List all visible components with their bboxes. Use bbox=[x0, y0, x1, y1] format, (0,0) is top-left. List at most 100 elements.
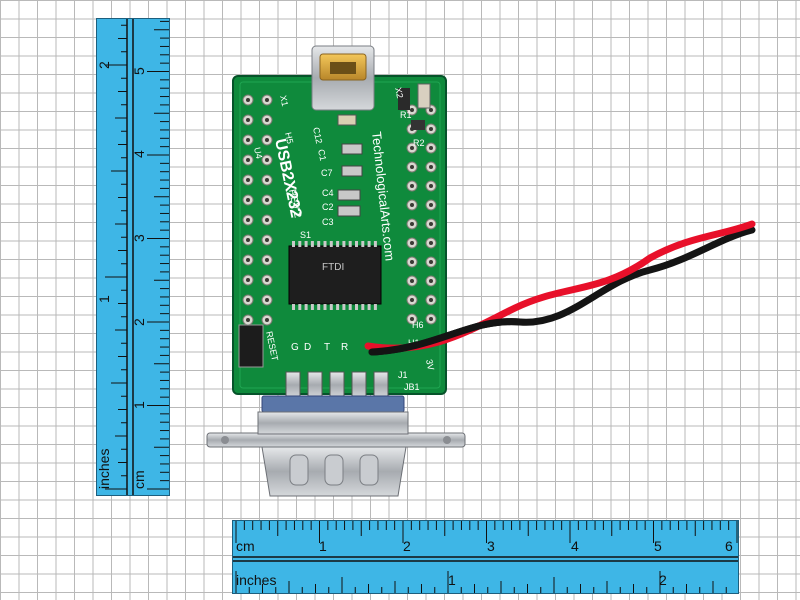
label-d: D bbox=[304, 342, 311, 353]
chip-pin bbox=[298, 241, 302, 247]
pcb-hole-center bbox=[429, 203, 433, 207]
chip-pin bbox=[348, 304, 352, 310]
vertical-ruler-cm-label: cm bbox=[131, 470, 147, 489]
label-x1: X1 bbox=[278, 94, 290, 107]
label-c7: C7 bbox=[321, 168, 333, 178]
vertical-ruler-inch-1: 1 bbox=[97, 295, 112, 303]
pcb-hole-center bbox=[410, 203, 414, 207]
chip-pin bbox=[298, 304, 302, 310]
pcb-hole-center bbox=[429, 241, 433, 245]
pcb-hole-center bbox=[429, 222, 433, 226]
pcb-hole-center bbox=[265, 218, 269, 222]
chip-pin bbox=[355, 304, 358, 310]
vertical-ruler-cm-5: 5 bbox=[131, 67, 147, 75]
pcb-hole-center bbox=[246, 198, 250, 202]
pcb-hole-center bbox=[410, 184, 414, 188]
pcb-hole-center bbox=[265, 98, 269, 102]
pcb-hole-center bbox=[265, 258, 269, 262]
horizontal-ruler-cm-1: 1 bbox=[319, 538, 327, 554]
pcb-hole-center bbox=[410, 317, 414, 321]
label-x2: X2 bbox=[393, 86, 405, 99]
label-g: G bbox=[291, 342, 299, 353]
pcb-hole-center bbox=[429, 146, 433, 150]
vertical-ruler-inch-2: 2 bbox=[97, 61, 112, 69]
vertical-ruler-cm-4: 4 bbox=[131, 150, 147, 158]
pcb-hole-center bbox=[410, 108, 414, 112]
vertical-ruler-cm-1: 1 bbox=[131, 401, 147, 409]
pcb-hole-center bbox=[410, 241, 414, 245]
pcb-hole-center bbox=[429, 165, 433, 169]
chip-pin bbox=[336, 241, 340, 247]
horizontal-ruler-inch-1: 1 bbox=[448, 572, 456, 588]
pcb-hole-center bbox=[410, 279, 414, 283]
vertical-ruler-markings: inches cm 1 2 1 2 3 4 5 bbox=[97, 19, 169, 495]
horizontal-ruler: cm inches 1 2 3 4 5 6 1 2 bbox=[232, 520, 739, 594]
chip-pin bbox=[292, 241, 295, 247]
pcb-hole-center bbox=[410, 222, 414, 226]
pcb-hole-center bbox=[265, 298, 269, 302]
pcb-hole-center bbox=[265, 158, 269, 162]
chip-pin bbox=[310, 304, 314, 310]
chip-pin bbox=[342, 304, 346, 310]
horizontal-ruler-inch-label: inches bbox=[236, 572, 276, 588]
pcb-hole-center bbox=[246, 138, 250, 142]
vertical-ruler: inches cm 1 2 1 2 3 4 5 bbox=[96, 18, 170, 496]
chip-pin bbox=[361, 304, 365, 310]
chip-pin bbox=[323, 304, 327, 310]
chip-pin bbox=[323, 241, 327, 247]
label-j1: J1 bbox=[398, 370, 408, 380]
label-s1: S1 bbox=[300, 230, 311, 240]
pcb-hole-center bbox=[429, 260, 433, 264]
horizontal-ruler-cm-3: 3 bbox=[487, 538, 495, 554]
label-r2: R2 bbox=[413, 138, 425, 148]
vertical-ruler-inch-label: inches bbox=[97, 449, 112, 489]
twisted-wires bbox=[364, 220, 756, 356]
pcb-hole-center bbox=[429, 279, 433, 283]
smd-components bbox=[337, 83, 431, 217]
pcb-hole-center bbox=[246, 318, 250, 322]
pcb-hole-center bbox=[265, 138, 269, 142]
pcb-hole-center bbox=[246, 298, 250, 302]
label-3v: 3V bbox=[424, 358, 436, 371]
pcb-hole-center bbox=[246, 278, 250, 282]
vertical-ruler-cm-3: 3 bbox=[131, 234, 147, 242]
label-h6: H6 bbox=[412, 320, 424, 330]
pcb-hole-center bbox=[246, 238, 250, 242]
chip-pin bbox=[329, 241, 333, 247]
pcb-hole-center bbox=[429, 317, 433, 321]
pcb-hole-center bbox=[246, 158, 250, 162]
horizontal-ruler-cm-label: cm bbox=[236, 538, 255, 554]
chip-pin bbox=[292, 304, 295, 310]
ftdi-chip: FTDI bbox=[288, 241, 382, 310]
pcb-hole-center bbox=[246, 178, 250, 182]
pcb-hole-center bbox=[246, 118, 250, 122]
pcb-hole-center bbox=[410, 260, 414, 264]
chip-pin bbox=[355, 241, 358, 247]
horizontal-ruler-inch-2: 2 bbox=[659, 572, 667, 588]
chip-label: FTDI bbox=[322, 262, 344, 273]
chip-pin bbox=[367, 241, 371, 247]
label-c4: C4 bbox=[322, 188, 334, 198]
horizontal-ruler-cm-4: 4 bbox=[571, 538, 579, 554]
reset-button bbox=[238, 324, 264, 368]
pcb-hole-center bbox=[265, 238, 269, 242]
header-holes bbox=[242, 94, 437, 326]
pcb-hole-center bbox=[410, 146, 414, 150]
chip-pin bbox=[304, 304, 308, 310]
label-jb1: JB1 bbox=[404, 382, 420, 392]
pcb-hole-center bbox=[265, 318, 269, 322]
pcb-hole-center bbox=[429, 184, 433, 188]
pcb-hole-center bbox=[265, 118, 269, 122]
label-r1: R1 bbox=[400, 110, 412, 120]
usb-to-serial-board-photo: FTDI USB2X232 REV 2 TechnologicalArts.co… bbox=[200, 40, 760, 510]
chip-pin bbox=[373, 241, 377, 247]
pcb-hole-center bbox=[429, 127, 433, 131]
label-c2: C2 bbox=[322, 202, 334, 212]
vertical-ruler-cm-2: 2 bbox=[131, 318, 147, 326]
horizontal-ruler-cm-2: 2 bbox=[403, 538, 411, 554]
pcb-hole-center bbox=[265, 278, 269, 282]
label-t: T bbox=[324, 342, 330, 353]
db9-connector bbox=[206, 395, 466, 497]
horizontal-ruler-cm-6: 6 bbox=[725, 538, 733, 554]
pcb-hole-center bbox=[246, 258, 250, 262]
